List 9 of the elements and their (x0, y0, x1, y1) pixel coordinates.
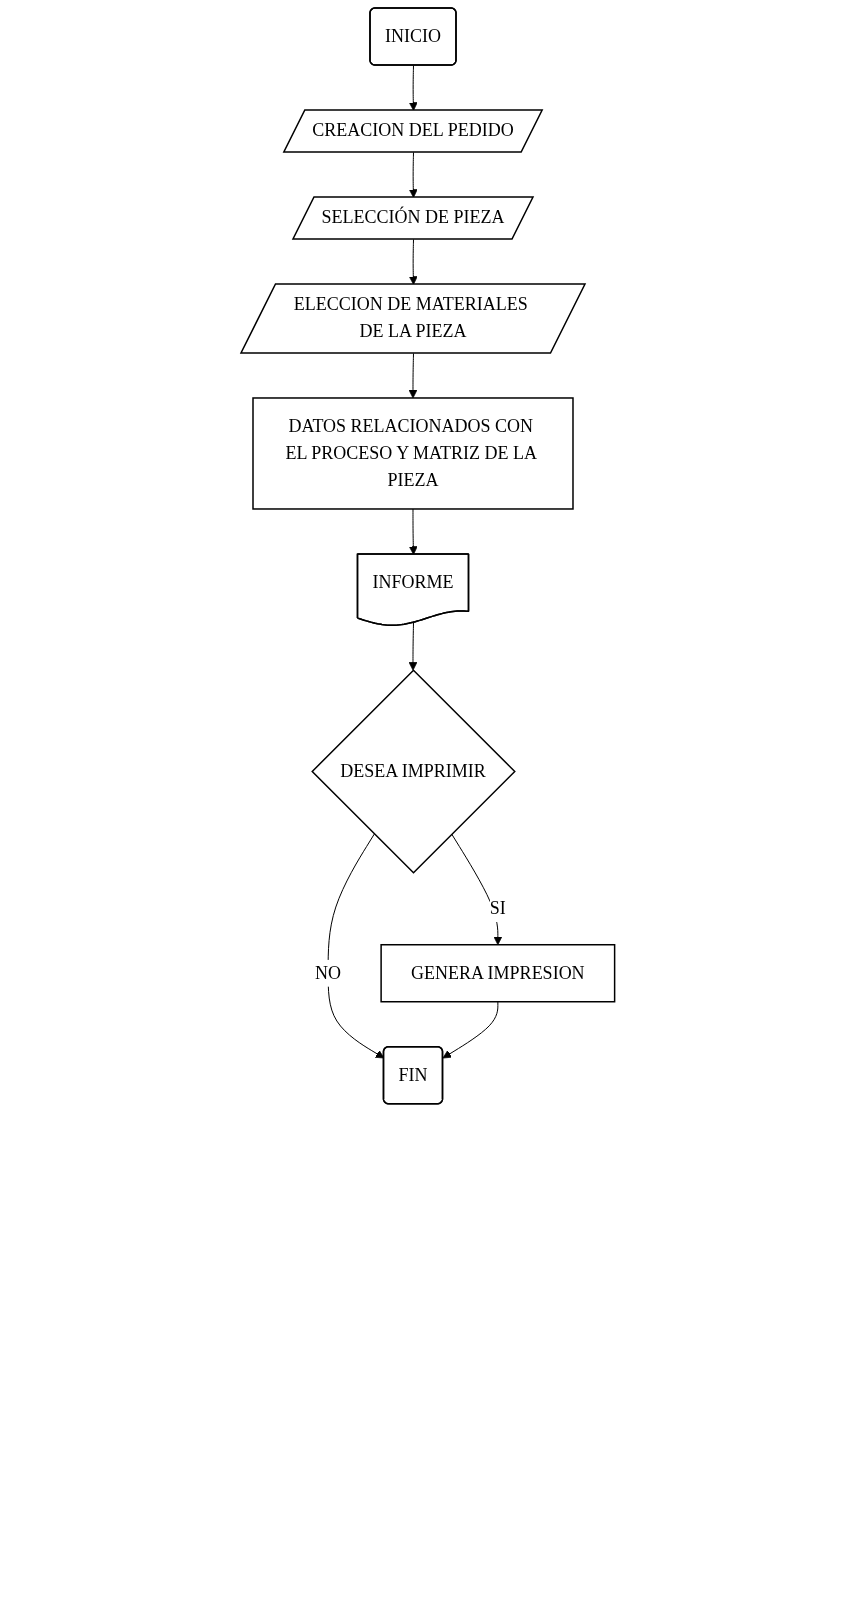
arrow (409, 65, 418, 111)
node-diamond: DESEA IMPRIMIR (311, 669, 516, 874)
node-box: DATOS RELACIONADOS CON EL PROCESO Y MATRIZ DE LA PIEZA (252, 397, 574, 510)
node-box: GENERA IMPRESION (380, 944, 616, 1003)
arrow (408, 353, 418, 399)
arrow (408, 622, 418, 671)
edge-label: SI (490, 898, 507, 919)
edge-label: NO (315, 962, 342, 983)
arrow (442, 1001, 499, 1059)
